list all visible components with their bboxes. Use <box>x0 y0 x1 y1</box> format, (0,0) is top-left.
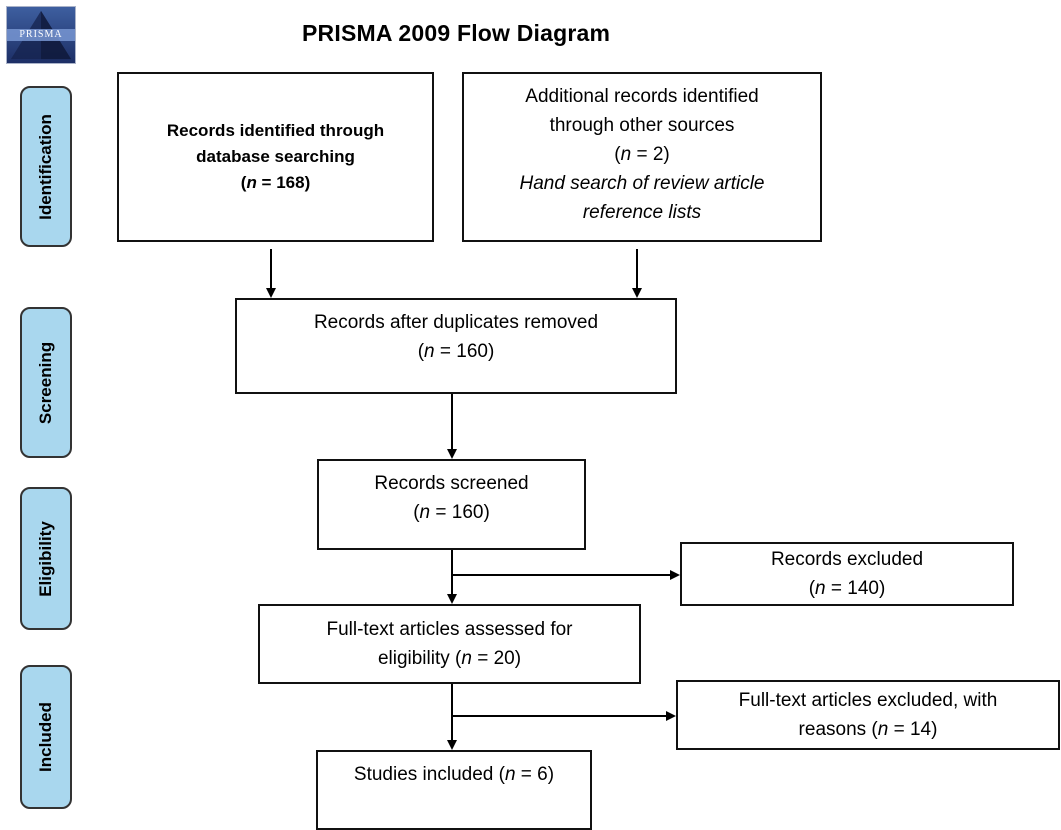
box-fulltext-assessed: Full-text articles assessed for eligibil… <box>258 604 641 684</box>
database-line2: database searching <box>196 147 355 166</box>
other-sources-line1: Additional records identified <box>525 86 759 107</box>
database-count: (n = 168) <box>240 173 311 192</box>
stage-screening: Screening <box>20 307 72 458</box>
excluded-count: (n = 140) <box>808 578 886 599</box>
stage-identification: Identification <box>20 86 72 247</box>
fulltext-assessed-line1: Full-text articles assessed for <box>326 619 573 640</box>
box-studies-included: Studies included (n = 6) <box>316 750 592 830</box>
box-records-excluded: Records excluded (n = 140) <box>680 542 1014 606</box>
duplicates-count: (n = 160) <box>417 341 495 362</box>
fulltext-excluded-count: reasons (n = 14) <box>798 719 938 740</box>
other-sources-note2: reference lists <box>582 202 702 223</box>
box-database-records: Records identified through database sear… <box>117 72 434 242</box>
fulltext-assessed-count: eligibility (n = 20) <box>377 648 522 669</box>
box-fulltext-excluded: Full-text articles excluded, with reason… <box>676 680 1060 750</box>
screened-count: (n = 160) <box>413 502 490 523</box>
database-line1: Records identified through <box>166 121 385 140</box>
prisma-logo: PRISMA <box>6 6 76 64</box>
other-sources-note1: Hand search of review article <box>519 173 765 194</box>
other-sources-count: (n = 2) <box>614 144 670 165</box>
box-records-screened: Records screened (n = 160) <box>317 459 586 550</box>
fulltext-excluded-line1: Full-text articles excluded, with <box>738 690 998 711</box>
excluded-line1: Records excluded <box>770 549 924 570</box>
other-sources-line2: through other sources <box>549 115 735 136</box>
included-count: Studies included (n = 6) <box>353 764 555 785</box>
duplicates-line1: Records after duplicates removed <box>313 312 599 333</box>
screened-line1: Records screened <box>374 473 529 494</box>
diagram-title: PRISMA 2009 Flow Diagram <box>302 20 611 46</box>
box-other-sources: Additional records identified through ot… <box>462 72 822 242</box>
stage-included: Included <box>20 665 72 809</box>
logo-text: PRISMA <box>7 29 75 41</box>
box-duplicates-removed: Records after duplicates removed (n = 16… <box>235 298 677 394</box>
stage-eligibility: Eligibility <box>20 487 72 630</box>
